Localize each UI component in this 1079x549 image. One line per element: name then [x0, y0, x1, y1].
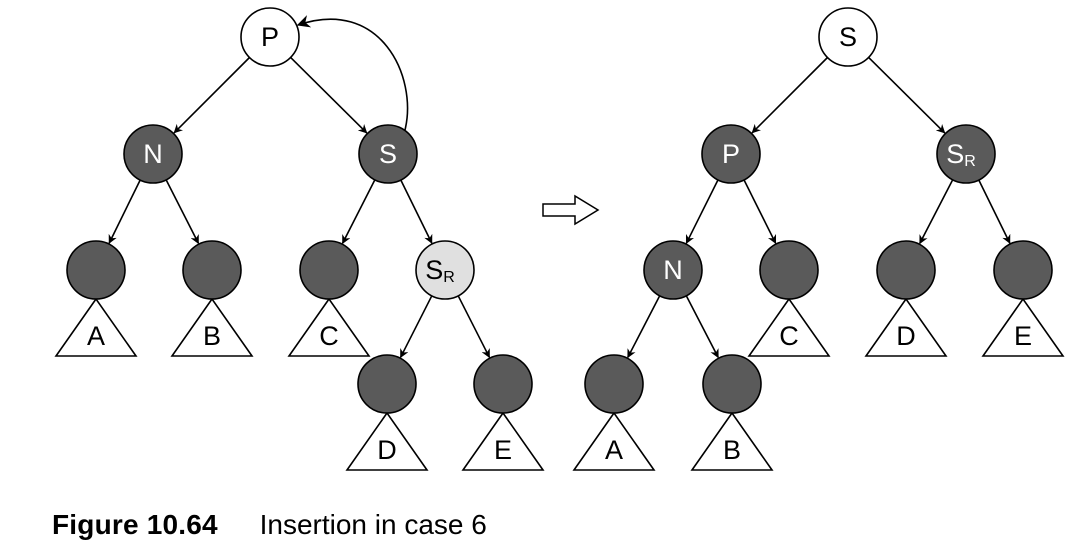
before-edge-n-l2: [165, 179, 200, 245]
after-node-p-label: P: [722, 139, 740, 169]
after-node-l2: [702, 354, 762, 414]
before-node-l4: [357, 354, 417, 414]
before-subtree-e-triangle: [461, 411, 545, 471]
before-subtree-e-label: E: [494, 435, 512, 465]
after-subtree-c-label: C: [779, 321, 799, 351]
after-node-sr-subscript: R: [964, 153, 976, 170]
after-node-sr: [936, 124, 996, 184]
after-node-p: [701, 124, 761, 184]
before-subtree-a-label: A: [87, 321, 105, 351]
after-subtree-a-label: A: [605, 435, 623, 465]
after-node-s: [818, 7, 878, 67]
after-node-n: [643, 240, 703, 300]
before-node-sr: [415, 240, 475, 300]
after-edge-s-p: [751, 56, 829, 134]
before-edge-sr-l4: [399, 295, 433, 359]
before-edge-p-n: [173, 56, 251, 134]
before-node-l2: [182, 240, 242, 300]
after-edge-p-l3: [743, 179, 777, 245]
after-subtree-b-triangle: [690, 411, 774, 471]
before-subtree-b-triangle: [170, 297, 254, 357]
before-subtree-b-label: B: [203, 321, 221, 351]
before-node-s-label: S: [379, 139, 397, 169]
before-subtree-c-label: C: [319, 321, 339, 351]
after-subtree-c-triangle: [747, 297, 831, 357]
after-node-l3: [759, 240, 819, 300]
edges-layer: [108, 56, 1011, 359]
before-edge-sr-l5: [457, 295, 491, 359]
after-edge-n-l2: [685, 295, 719, 359]
figure-caption: Figure 10.64 Insertion in case 6: [52, 508, 487, 542]
before-subtree-a-triangle: [54, 297, 138, 357]
after-edge-s-sr: [868, 56, 946, 134]
before-node-l1: [66, 240, 126, 300]
transition-arrow-icon: [542, 194, 600, 226]
after-edge-sr-l5: [978, 179, 1011, 244]
after-subtree-b-label: B: [723, 435, 741, 465]
before-edge-n-l1: [108, 179, 141, 244]
after-node-l4: [876, 240, 936, 300]
after-subtree-d-label: D: [896, 321, 916, 351]
subtree-triangles-layer: A B C D E A B C D E: [54, 297, 1065, 471]
before-node-l5: [473, 354, 533, 414]
annotations-layer: [296, 15, 600, 226]
after-subtree-e-triangle: [981, 297, 1065, 357]
after-node-n-label: N: [663, 255, 683, 285]
after-edge-sr-l4: [919, 179, 954, 245]
before-subtree-c-triangle: [287, 297, 371, 357]
before-edge-s-l3: [341, 179, 376, 245]
before-node-p: [240, 7, 300, 67]
before-node-n: [123, 124, 183, 184]
after-node-l1: [584, 354, 644, 414]
before-subtree-d-triangle: [345, 411, 429, 471]
after-node-l5: [993, 240, 1053, 300]
before-node-n-label: N: [143, 139, 163, 169]
after-subtree-a-triangle: [572, 411, 656, 471]
after-node-s-label: S: [839, 22, 857, 52]
before-node-p-label: P: [261, 22, 279, 52]
after-edge-p-n: [685, 179, 719, 245]
before-edge-p-s: [290, 56, 368, 134]
before-node-sr-subscript: R: [443, 269, 455, 286]
before-node-s: [358, 124, 418, 184]
after-subtree-e-label: E: [1014, 321, 1032, 351]
figure-caption-text: Insertion in case 6: [259, 509, 487, 540]
after-subtree-d-triangle: [864, 297, 948, 357]
after-edge-n-l1: [627, 295, 661, 359]
rotation-arc-arrow: [296, 15, 409, 131]
before-edge-s-sr: [400, 179, 433, 244]
before-node-l3: [299, 240, 359, 300]
figure-number: Figure 10.64: [52, 509, 218, 540]
before-subtree-d-label: D: [377, 435, 397, 465]
